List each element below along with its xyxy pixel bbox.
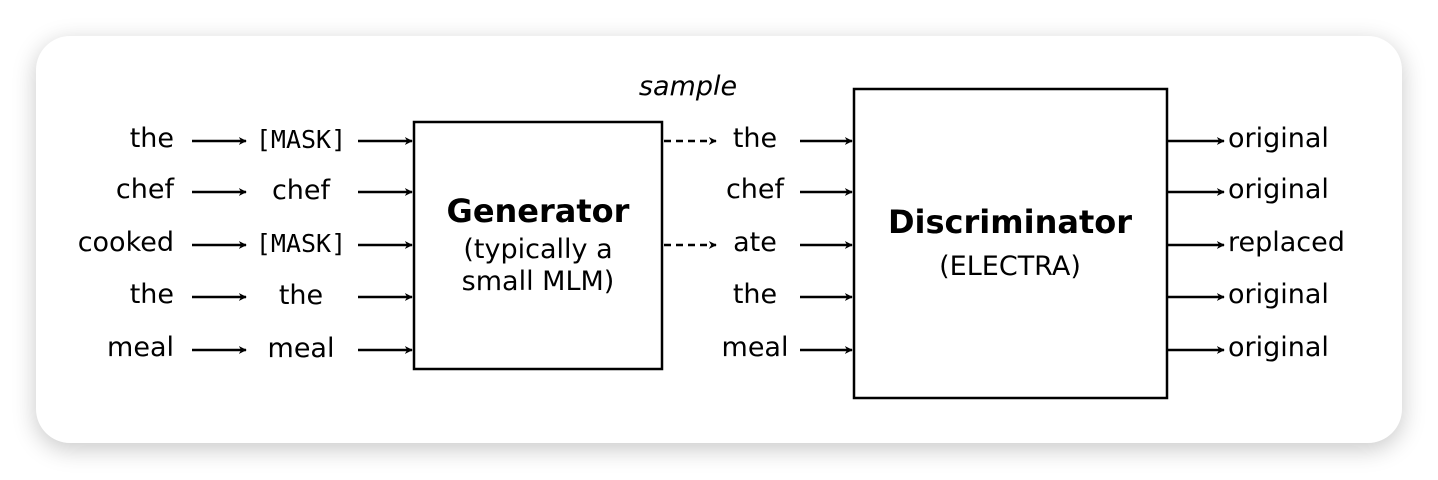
generator-subtitle-line2: small MLM)	[462, 266, 615, 297]
masked-input-token: meal	[268, 333, 335, 364]
output-label: original	[1228, 332, 1329, 363]
discriminator-box	[852, 87, 1169, 400]
mask-token: [MASK]	[256, 125, 346, 154]
sampled-token: the	[733, 123, 777, 154]
generator-box	[412, 120, 664, 371]
sampled-token: meal	[722, 332, 789, 363]
input-token: cooked	[78, 227, 174, 258]
output-label: original	[1228, 174, 1329, 205]
mask-token: [MASK]	[256, 229, 346, 258]
masked-input-token: chef	[272, 175, 332, 206]
output-label: replaced	[1228, 227, 1345, 258]
input-token: the	[130, 123, 174, 154]
masked-input-token: the	[279, 280, 323, 311]
generator-title: Generator	[447, 192, 630, 230]
sampled-token: ate	[733, 227, 777, 258]
sampled-token: the	[733, 279, 777, 310]
output-label: original	[1228, 123, 1329, 154]
input-token: the	[130, 279, 174, 310]
discriminator-subtitle: (ELECTRA)	[939, 251, 1081, 282]
discriminator-title: Discriminator	[888, 203, 1132, 241]
input-token: chef	[116, 174, 176, 205]
diagram-card	[36, 36, 1402, 443]
sample-label: sample	[639, 71, 737, 102]
sampled-token: chef	[726, 174, 786, 205]
input-token: meal	[107, 332, 174, 363]
generator-subtitle-line1: (typically a	[463, 234, 612, 265]
output-label: original	[1228, 279, 1329, 310]
